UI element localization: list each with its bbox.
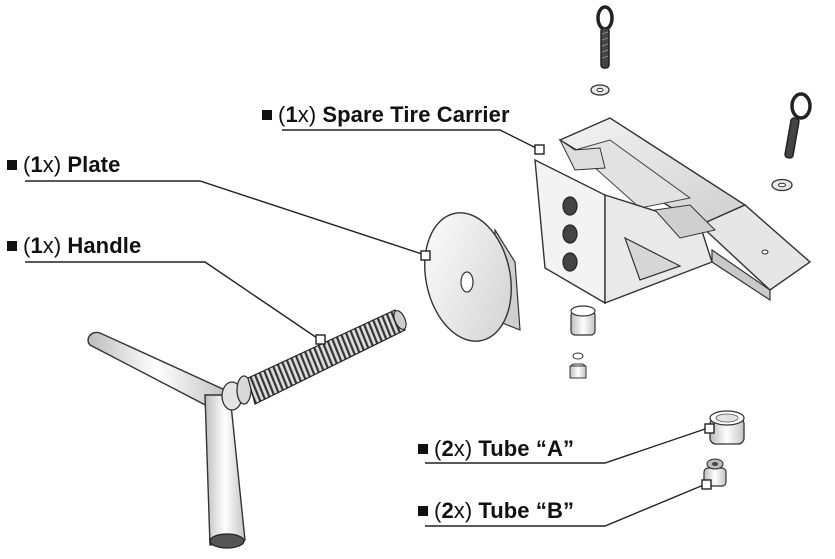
plate-illustration [424, 212, 521, 342]
marker-spare-tire-carrier [534, 144, 545, 155]
bullet-icon [418, 444, 428, 454]
eye-bolt-top [596, 5, 614, 69]
handle-illustration [87, 309, 407, 549]
bullet-icon [262, 110, 272, 120]
tube-b-small-illustration [569, 352, 587, 379]
unit: x [42, 233, 54, 258]
leader-lines [25, 129, 709, 527]
bullet-icon [7, 241, 17, 251]
quantity: 1 [30, 233, 43, 258]
marker-handle [315, 334, 326, 345]
leader-markers [315, 144, 715, 490]
washer-right [771, 178, 793, 192]
part-name: Spare Tire Carrier [322, 102, 510, 127]
marker-tube-a [704, 423, 715, 434]
unit: x [453, 498, 465, 523]
unit: x [42, 152, 54, 177]
washer-top [590, 84, 610, 96]
leader-plate [25, 180, 426, 256]
marker-tube-b [701, 479, 712, 490]
quantity: 2 [441, 436, 454, 461]
quantity: 1 [285, 102, 298, 127]
spare-tire-carrier-illustration [534, 117, 812, 305]
leader-tube-a [425, 427, 709, 464]
leader-tube-b [425, 483, 707, 527]
part-name: Plate [67, 152, 121, 177]
quantity: 2 [441, 498, 454, 523]
leader-spare-tire-carrier [282, 129, 541, 151]
unit: x [297, 102, 309, 127]
bullet-icon [418, 506, 428, 516]
leader-handle [25, 261, 321, 341]
eye-bolt-right [784, 92, 812, 159]
unit: x [453, 436, 465, 461]
tube-a-illustration [709, 410, 745, 445]
part-name: Tube “B” [478, 498, 575, 523]
tube-a-small-illustration [570, 305, 596, 336]
bullet-icon [7, 160, 17, 170]
marker-plate [420, 250, 431, 261]
part-name: Handle [67, 233, 142, 258]
quantity: 1 [30, 152, 43, 177]
part-name: Tube “A” [478, 436, 575, 461]
